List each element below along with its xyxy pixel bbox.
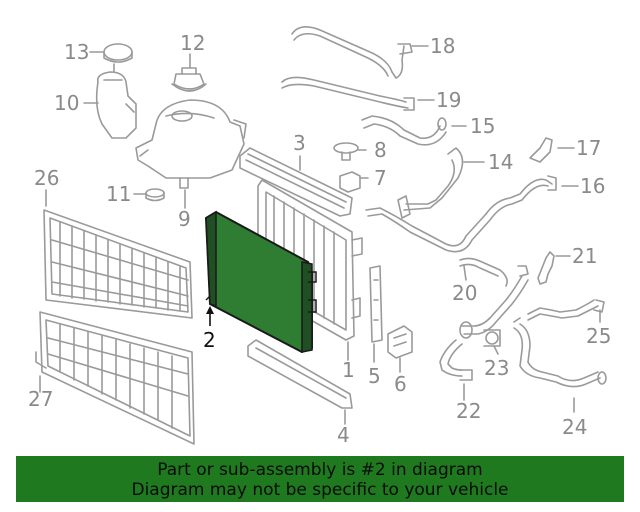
part-19-hose[interactable] — [281, 76, 415, 111]
callout-7[interactable]: 7 — [374, 166, 387, 190]
callout-9[interactable]: 9 — [178, 207, 191, 231]
part-21-hose[interactable] — [537, 251, 555, 285]
callout-6[interactable]: 6 — [394, 372, 407, 396]
callout-11[interactable]: 11 — [106, 182, 131, 206]
part-03-upper-bracket[interactable] — [239, 147, 353, 217]
part-17-hose[interactable] — [529, 137, 553, 163]
callout-23[interactable]: 23 — [484, 356, 509, 380]
part-26-grille-upper[interactable] — [43, 209, 193, 319]
callout-14[interactable]: 14 — [488, 150, 513, 174]
part-09-main-tank[interactable] — [135, 99, 247, 189]
parts-diagram: 13 12 10 11 9 3 8 7 18 19 15 17 14 16 26… — [28, 26, 611, 447]
callout-27[interactable]: 27 — [28, 387, 53, 411]
callout-18[interactable]: 18 — [430, 34, 455, 58]
part-23-pipe[interactable] — [459, 275, 529, 347]
part-25-hose[interactable] — [527, 299, 605, 321]
callout-22[interactable]: 22 — [456, 399, 481, 423]
part-24-hose[interactable] — [513, 317, 607, 388]
callout-17[interactable]: 17 — [576, 136, 601, 160]
callout-3[interactable]: 3 — [293, 131, 306, 155]
callout-24[interactable]: 24 — [562, 415, 587, 439]
part-02-condenser[interactable] — [204, 210, 317, 354]
part-10-expansion-tank[interactable] — [95, 63, 137, 139]
callout-21[interactable]: 21 — [572, 244, 597, 268]
part-07-block[interactable] — [339, 171, 361, 193]
part-15-hose[interactable] — [361, 115, 447, 146]
callout-13[interactable]: 13 — [64, 40, 89, 64]
part-14-hose[interactable] — [397, 147, 464, 219]
callout-5[interactable]: 5 — [368, 364, 381, 388]
part-27-grille-lower[interactable] — [35, 311, 195, 445]
part-20-hose[interactable] — [459, 257, 529, 287]
callout-15[interactable]: 15 — [470, 114, 495, 138]
arrow-icon — [206, 306, 214, 314]
footer-banner: Part or sub-assembly is #2 in diagram Di… — [16, 456, 624, 502]
callout-25[interactable]: 25 — [586, 324, 611, 348]
part-06-clip[interactable] — [387, 325, 413, 359]
part-22-hose[interactable] — [439, 339, 473, 381]
callout-20[interactable]: 20 — [452, 281, 477, 305]
part-05-side-seal[interactable] — [369, 265, 383, 343]
part-13-tank-cap[interactable] — [103, 43, 133, 63]
callout-1[interactable]: 1 — [342, 358, 355, 382]
part-11-grommet[interactable] — [145, 188, 165, 202]
callout-8[interactable]: 8 — [374, 138, 387, 162]
callout-26[interactable]: 26 — [34, 166, 59, 190]
part-18-hose[interactable] — [291, 26, 413, 79]
callout-19[interactable]: 19 — [436, 88, 461, 112]
callout-10[interactable]: 10 — [54, 91, 79, 115]
part-08-rivet[interactable] — [333, 142, 359, 161]
callout-12[interactable]: 12 — [180, 31, 205, 55]
callout-16[interactable]: 16 — [580, 174, 605, 198]
part-16-pipe[interactable] — [365, 175, 557, 253]
part-12-cap[interactable] — [171, 67, 207, 92]
callout-4[interactable]: 4 — [337, 423, 350, 447]
part-04-air-guide[interactable] — [247, 339, 353, 409]
footer-line-1: Part or sub-assembly is #2 in diagram — [157, 460, 483, 480]
callout-2[interactable]: 2 — [203, 328, 216, 352]
footer-line-2: Diagram may not be specific to your vehi… — [131, 480, 509, 500]
